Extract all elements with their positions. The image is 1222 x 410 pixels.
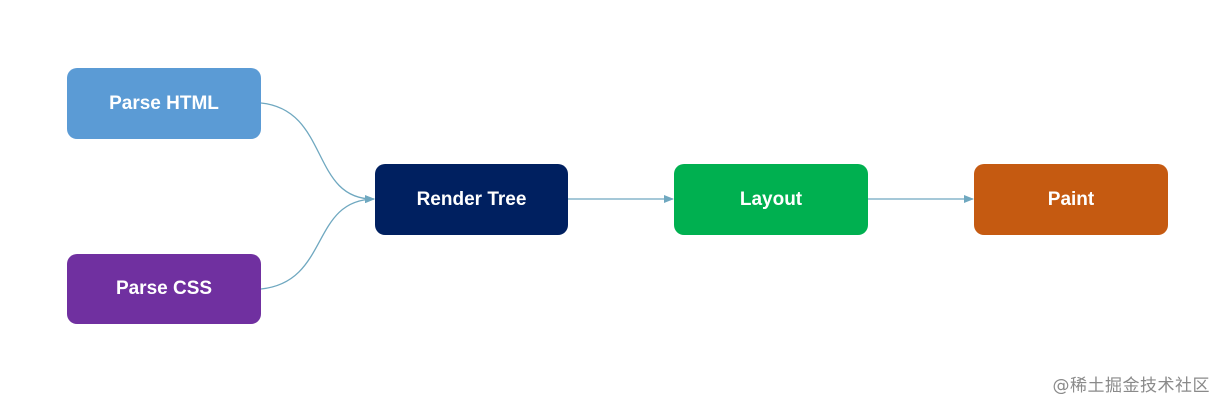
node-layout: Layout [674,164,868,235]
watermark: @稀土掘金技术社区 [1052,376,1210,396]
node-paint-label: Paint [1047,188,1095,210]
node-parse-html: Parse HTML [67,68,261,139]
node-paint: Paint [974,164,1168,235]
node-render-tree: Render Tree [375,164,568,235]
node-parse-html-label: Parse HTML [109,92,219,114]
node-layout-label: Layout [739,188,803,210]
edge-parse-html-to-render-tree [260,102,375,204]
edge-parse-css-to-render-tree [260,195,375,290]
node-parse-css-label: Parse CSS [115,278,213,299]
node-render-tree-label: Render Tree [416,188,527,210]
node-parse-css: Parse CSS [67,254,261,324]
